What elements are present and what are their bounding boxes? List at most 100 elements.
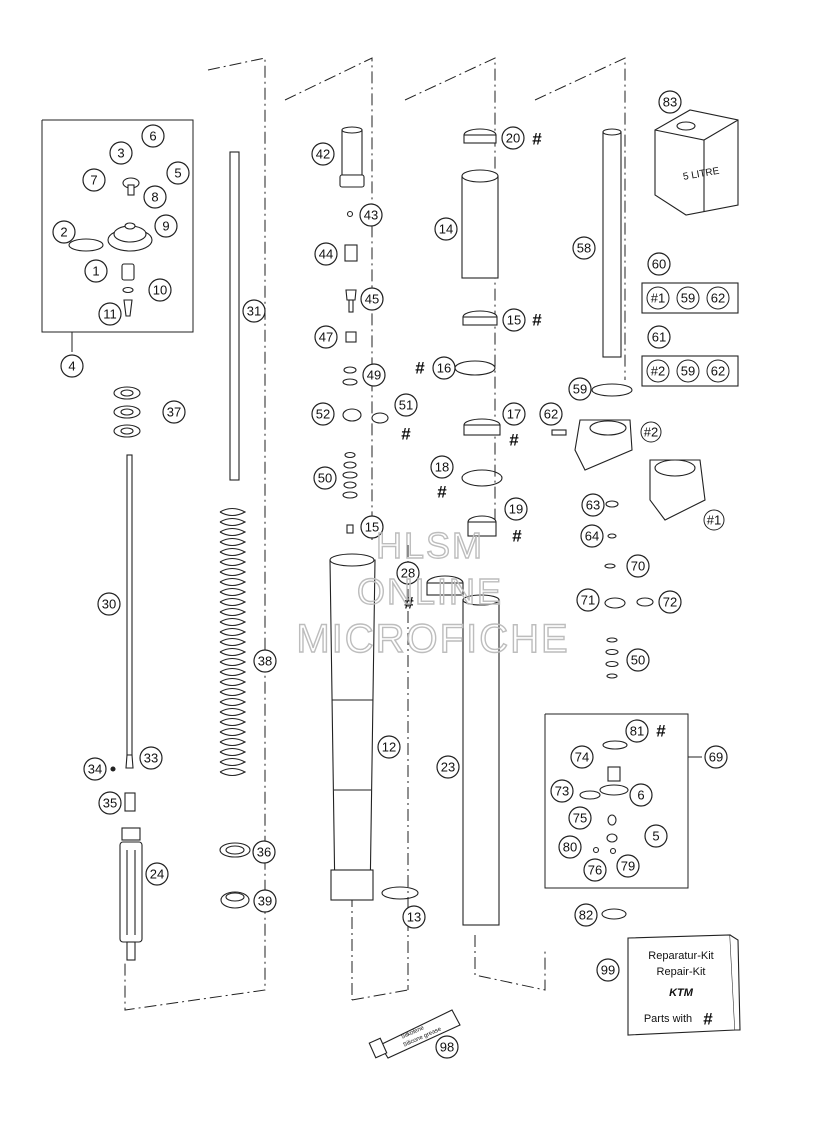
callout-circle [143,185,167,209]
callout-circle [568,806,592,830]
callout-39: 39 [253,889,277,913]
callout-19: 19 [504,497,528,521]
callout-35: 35 [98,791,122,815]
callout-circle [647,252,671,276]
callout-circle [596,958,620,982]
callout-61: 61 [647,325,671,349]
callout-number: 35 [103,796,117,811]
callout-62: 62 [539,402,563,426]
callout-number: 18 [435,460,449,475]
callout-number: 62 [544,407,558,422]
callout-number: 51 [399,398,413,413]
callout-number: 83 [663,95,677,110]
repair-kit-mark: # [703,1010,713,1029]
callout-number: 30 [102,597,116,612]
hash-marks: ######### [401,130,666,741]
callout-71: 71 [576,588,600,612]
callout-number: 14 [439,222,453,237]
assembly-frames [41,119,702,889]
callout-number: 75 [573,811,587,826]
kit-item-k61-0: #2 [651,364,665,379]
callout-circle [311,402,335,426]
callout-31: 31 [242,299,266,323]
callout-15: 15 [360,515,384,539]
callout-52: 52 [311,402,335,426]
callout-circle [145,862,169,886]
callout-73: 73 [550,779,574,803]
callout-number: 71 [581,593,595,608]
callout-99: 99 [596,958,620,982]
callout-number: 37 [167,405,181,420]
kit-item-circle [646,286,670,310]
clamp-label-lower: #1 [707,513,721,528]
callout-number: 34 [88,762,102,777]
callout-38: 38 [253,649,277,673]
callout-number: 64 [585,529,599,544]
callout-circle [435,1035,459,1059]
callout-number: 42 [316,147,330,162]
callout-circle [253,889,277,913]
callout-circle [644,824,668,848]
callout-number: 13 [407,910,421,925]
callout-circle [432,356,456,380]
callout-number: 5 [174,166,181,181]
callout-14: 14 [434,217,458,241]
callout-number: 59 [573,382,587,397]
callout-number: 1 [92,264,99,279]
callout-30: 30 [97,592,121,616]
callout-23: 23 [436,755,460,779]
hash-mark: # [532,311,542,330]
callout-42: 42 [311,142,335,166]
callout-number: 7 [90,173,97,188]
callout-circle [647,325,671,349]
callout-58: 58 [572,236,596,260]
callout-60: 60 [647,252,671,276]
callout-6: 6 [141,124,165,148]
callout-72: 72 [658,590,682,614]
callout-circle [109,141,133,165]
dash-outlines [124,57,626,1011]
callout-circle [616,854,640,878]
callout-number: 24 [150,867,164,882]
callout-1: 1 [84,259,108,283]
callout-number: 33 [144,751,158,766]
callout-50: 50 [626,648,650,672]
callout-number: 20 [506,131,520,146]
callout-circle [576,588,600,612]
callout-11: 11 [98,302,122,326]
callout-circle [581,493,605,517]
callout-number: 80 [563,840,577,855]
callout-number: 50 [318,471,332,486]
callout-circle [626,554,650,578]
callout-circle [98,302,122,326]
callout-number: 60 [652,257,666,272]
callout-circle [658,590,682,614]
callout-number: 69 [709,750,723,765]
callout-59: 59 [568,377,592,401]
callout-circle [430,455,454,479]
callout-number: 17 [507,407,521,422]
callout-circle [98,791,122,815]
hash-mark: # [401,425,411,444]
callout-number: 52 [316,407,330,422]
callout-circle [501,126,525,150]
callout-16: 16 [432,356,456,380]
callout-number: 63 [586,498,600,513]
callout-69: 69 [704,745,728,769]
callout-circle [396,561,420,585]
callout-circle [574,903,598,927]
callout-number: 99 [601,963,615,978]
kit-item-k60-0: #1 [651,291,665,306]
callout-circle [434,217,458,241]
kit-item-k61-2: 62 [711,364,725,379]
callout-63: 63 [581,493,605,517]
callout-circle [314,325,338,349]
callout-number: 36 [257,845,271,860]
callout-circle [377,735,401,759]
hash-mark: # [656,722,666,741]
callout-number: 6 [149,129,156,144]
callout-circle [550,779,574,803]
callout-5: 5 [166,161,190,185]
watermark-line2: ONLINE [357,571,503,612]
callout-circle [97,592,121,616]
